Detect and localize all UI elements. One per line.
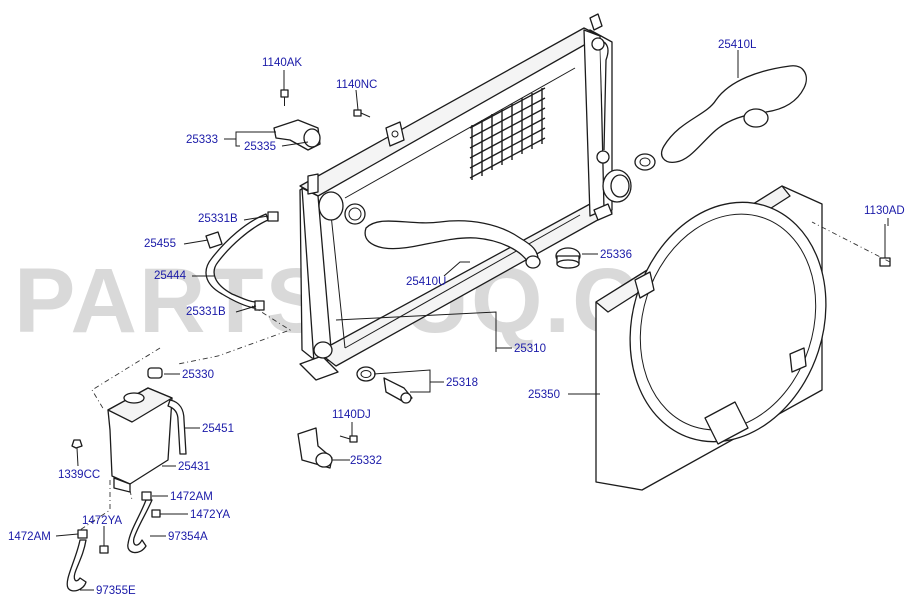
nut-1339cc[interactable] [71,439,83,449]
label-25336[interactable]: 25336 [600,249,632,261]
upper-hose-end [525,255,541,269]
label-25444[interactable]: 25444 [154,270,187,282]
reservoir-cap[interactable] [147,367,163,379]
drain-plug[interactable] [356,366,413,404]
label-25331b-top[interactable]: 25331B [198,213,238,225]
radiator-core-mesh [469,87,546,180]
label-1472ya-left[interactable]: 1472YA [82,515,122,527]
lower-mounting-bracket[interactable] [297,427,333,469]
label-25330[interactable]: 25330 [182,369,214,381]
label-1130ad[interactable]: 1130AD [864,205,905,217]
bolt-1140nc[interactable] [353,109,371,118]
label-97354a[interactable]: 97354A [168,531,208,543]
hose-clip-25455[interactable] [205,231,223,249]
radiator-inlet-neck[interactable] [318,191,366,225]
bolt-1130ad[interactable] [879,224,891,267]
upper-mounting-bracket[interactable] [273,119,321,151]
label-25333[interactable]: 25333 [186,134,218,146]
label-25318[interactable]: 25318 [446,377,478,389]
label-25335[interactable]: 25335 [244,141,276,153]
hose-97354a[interactable] [127,499,153,554]
label-1472am-left[interactable]: 1472AM [8,531,51,543]
leader-lines [55,50,889,591]
label-1472ya-right[interactable]: 1472YA [190,509,230,521]
label-25451[interactable]: 25451 [202,423,234,435]
callout-labels: 1140AK 1140NC 25333 25335 25410L 1130AD … [8,39,905,597]
label-25332[interactable]: 25332 [350,455,382,467]
clamp-1472ya-right[interactable] [151,509,161,518]
bolt-1140ak[interactable] [280,89,289,106]
hose-97355e[interactable] [66,539,87,592]
radiator-assembly[interactable] [299,13,632,381]
lower-radiator-hose[interactable] [661,65,807,163]
overflow-hose[interactable] [205,213,269,309]
hose-clamp[interactable] [634,153,656,171]
radiator-cap[interactable] [555,247,581,269]
label-25410u[interactable]: 25410U [406,276,446,288]
reservoir-hose[interactable] [167,399,187,455]
label-1339cc[interactable]: 1339CC [58,469,100,481]
label-25310[interactable]: 25310 [514,343,546,355]
label-97355e[interactable]: 97355E [96,585,136,597]
label-1140nc[interactable]: 1140NC [336,79,377,91]
clamp-1472am-right[interactable] [141,491,152,501]
label-25350[interactable]: 25350 [528,389,560,401]
label-25455[interactable]: 25455 [144,238,176,250]
hose-clip-25331b-top[interactable] [267,211,279,222]
reservoir-tank[interactable] [107,387,173,493]
hose-clip-25331b-bottom[interactable] [254,300,265,311]
label-1472am-right[interactable]: 1472AM [170,491,213,503]
reference-lines [79,221,891,531]
label-1140dj[interactable]: 1140DJ [332,409,371,421]
bolt-1140dj[interactable] [339,435,358,443]
label-25410l[interactable]: 25410L [718,39,757,51]
lower-hose-end [743,108,769,128]
clamp-1472am-left[interactable] [77,529,88,539]
label-25431[interactable]: 25431 [178,461,210,473]
fan-shroud[interactable] [595,177,856,491]
label-25331b-bottom[interactable]: 25331B [186,306,226,318]
label-1140ak[interactable]: 1140AK [262,57,302,69]
clamp-1472ya-left[interactable] [99,545,109,554]
